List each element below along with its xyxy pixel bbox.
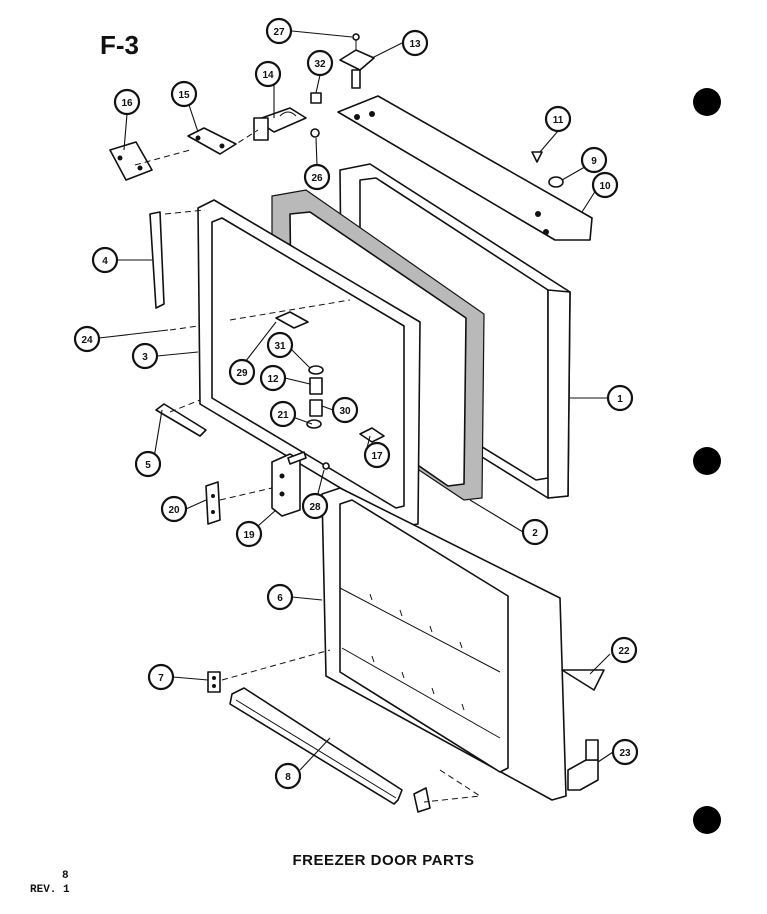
svg-text:16: 16 [121,98,133,109]
part-bracket-23 [567,739,599,791]
svg-text:28: 28 [309,502,321,513]
part-pin-32 [310,92,322,104]
svg-text:26: 26 [311,173,323,184]
svg-text:13: 13 [409,39,421,50]
svg-text:19: 19 [243,530,255,541]
callout-12: 12 [259,364,287,392]
part-bottom-hinge-19 [271,451,307,517]
svg-text:30: 30 [339,406,351,417]
svg-text:12: 12 [267,374,279,385]
binder-hole-middle [693,447,721,475]
callout-7: 7 [147,663,175,691]
part-bar-5 [155,403,207,437]
callout-30: 30 [331,396,359,424]
callouts: 27 13 32 14 16 15 26 11 9 10 4 1 24 3 29… [73,17,639,790]
svg-text:21: 21 [277,410,289,421]
callout-22: 22 [610,636,638,664]
callout-11: 11 [544,105,572,133]
svg-text:4: 4 [102,256,108,267]
callout-16: 16 [113,88,141,116]
callout-26: 26 [303,163,331,191]
callout-3: 3 [131,342,159,370]
part-screw-28 [322,462,330,470]
callout-24: 24 [73,325,101,353]
svg-text:10: 10 [599,181,611,192]
callout-4: 4 [91,246,119,274]
callout-13: 13 [401,29,429,57]
callout-9: 9 [580,146,608,174]
svg-text:15: 15 [178,90,190,101]
part-liner-frame [197,199,421,527]
svg-text:1: 1 [617,394,623,405]
part-top-hinge [339,40,375,89]
svg-text:11: 11 [553,115,564,126]
part-screw-26 [310,128,320,138]
svg-text:20: 20 [168,505,180,516]
sheet-id: F-3 [100,30,139,60]
callout-27: 27 [265,17,293,45]
svg-text:6: 6 [277,593,283,604]
svg-text:3: 3 [142,352,148,363]
svg-text:24: 24 [81,335,93,346]
svg-text:32: 32 [314,59,326,70]
svg-text:2: 2 [532,528,538,539]
callout-28: 28 [301,492,329,520]
callout-6: 6 [266,583,294,611]
part-inner-door-liner [321,487,567,801]
part-screw-11 [531,151,543,163]
page-number: 8 [62,870,69,882]
svg-text:14: 14 [262,70,274,81]
callout-23: 23 [611,738,639,766]
svg-text:22: 22 [618,646,630,657]
svg-text:29: 29 [236,368,248,379]
part-top-channel [337,95,593,241]
part-wedge-22 [561,669,605,691]
callout-19: 19 [235,520,263,548]
callout-31: 31 [266,331,294,359]
part-clip-7 [207,671,221,693]
svg-text:17: 17 [371,451,383,462]
part-plate-16 [109,141,153,181]
part-hinge-14 [253,107,307,141]
callout-5: 5 [134,450,162,478]
svg-text:8: 8 [285,772,291,783]
callout-2: 2 [521,518,549,546]
part-plug-9 [548,176,564,188]
callout-14: 14 [254,60,282,88]
revision-label: REV. 1 [30,884,70,896]
callout-29: 29 [228,358,256,386]
svg-text:5: 5 [145,460,151,471]
callout-32: 32 [306,49,334,77]
callout-10: 10 [591,171,619,199]
assembly-lines [134,129,482,803]
svg-text:9: 9 [591,156,597,167]
binder-hole-bottom [693,806,721,834]
svg-text:27: 27 [273,27,285,38]
callout-17: 17 [363,441,391,469]
part-link-15 [187,127,237,155]
part-hinge-group [275,311,385,443]
part-screw-27 [352,33,360,41]
svg-text:7: 7 [158,673,164,684]
binder-hole-top [693,88,721,116]
part-shim-20 [205,481,221,525]
callout-21: 21 [269,400,297,428]
part-strip-4 [149,211,165,309]
svg-text:23: 23 [619,748,631,759]
callout-15: 15 [170,80,198,108]
diagram-caption: FREEZER DOOR PARTS [292,852,475,869]
callout-20: 20 [160,495,188,523]
callout-1: 1 [606,384,634,412]
part-bottom-rail [229,687,431,813]
svg-text:31: 31 [274,341,286,352]
callout-8: 8 [274,762,302,790]
